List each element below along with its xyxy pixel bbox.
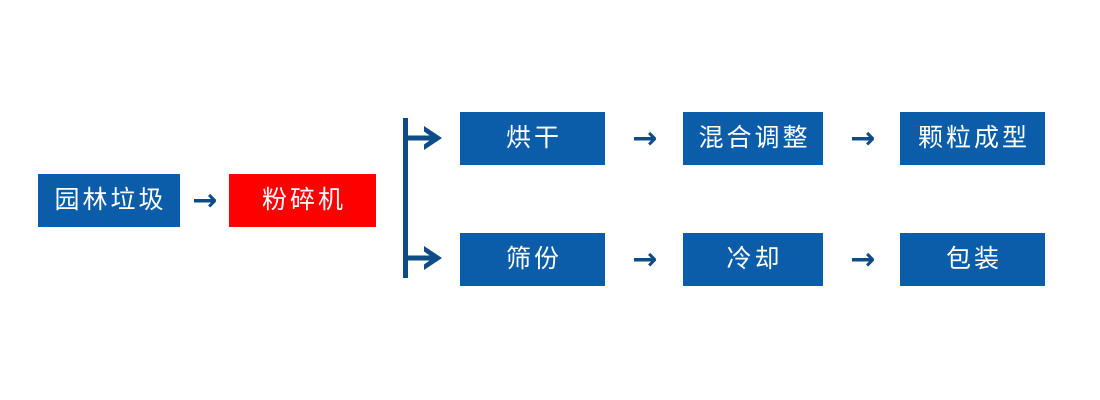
arrow-glyph: → <box>632 242 658 277</box>
node-label: 筛份 <box>505 245 562 273</box>
branch-split-connector-icon <box>400 112 446 282</box>
arrow-glyph: → <box>192 183 218 218</box>
node-label: 包装 <box>945 245 1002 273</box>
branch-lower-arrowhead <box>424 246 442 270</box>
node-label: 颗粒成型 <box>917 124 1030 152</box>
process-node-cooling[interactable]: 冷却 <box>683 233 823 286</box>
process-node-screening[interactable]: 筛份 <box>460 233 605 286</box>
process-node-drying[interactable]: 烘干 <box>460 112 605 165</box>
node-label: 混合调整 <box>698 124 811 152</box>
process-node-mixing-adjustment[interactable]: 混合调整 <box>683 112 823 165</box>
process-node-packaging[interactable]: 包装 <box>900 233 1045 286</box>
process-node-garden-waste[interactable]: 园林垃圾 <box>38 174 180 227</box>
arrow-right-icon-cooling-to-packaging: → <box>835 245 891 275</box>
branch-upper-arrowhead <box>424 126 442 150</box>
arrow-glyph: → <box>850 121 876 156</box>
arrow-right-icon-drying-to-mixing: → <box>617 124 673 154</box>
process-node-pellet-forming[interactable]: 颗粒成型 <box>900 112 1045 165</box>
node-label: 园林垃圾 <box>54 186 167 214</box>
node-label: 粉碎机 <box>261 186 346 214</box>
arrow-right-icon-screening-to-cooling: → <box>617 245 673 275</box>
process-node-crusher[interactable]: 粉碎机 <box>229 174 376 227</box>
arrow-right-icon-garden-waste-to-crusher: → <box>186 186 224 216</box>
node-label: 冷却 <box>726 245 783 273</box>
arrow-right-icon-mixing-to-pellet: → <box>835 124 891 154</box>
arrow-glyph: → <box>850 242 876 277</box>
arrow-glyph: → <box>632 121 658 156</box>
node-label: 烘干 <box>505 124 562 152</box>
branch-split-connector-svg <box>403 118 442 278</box>
